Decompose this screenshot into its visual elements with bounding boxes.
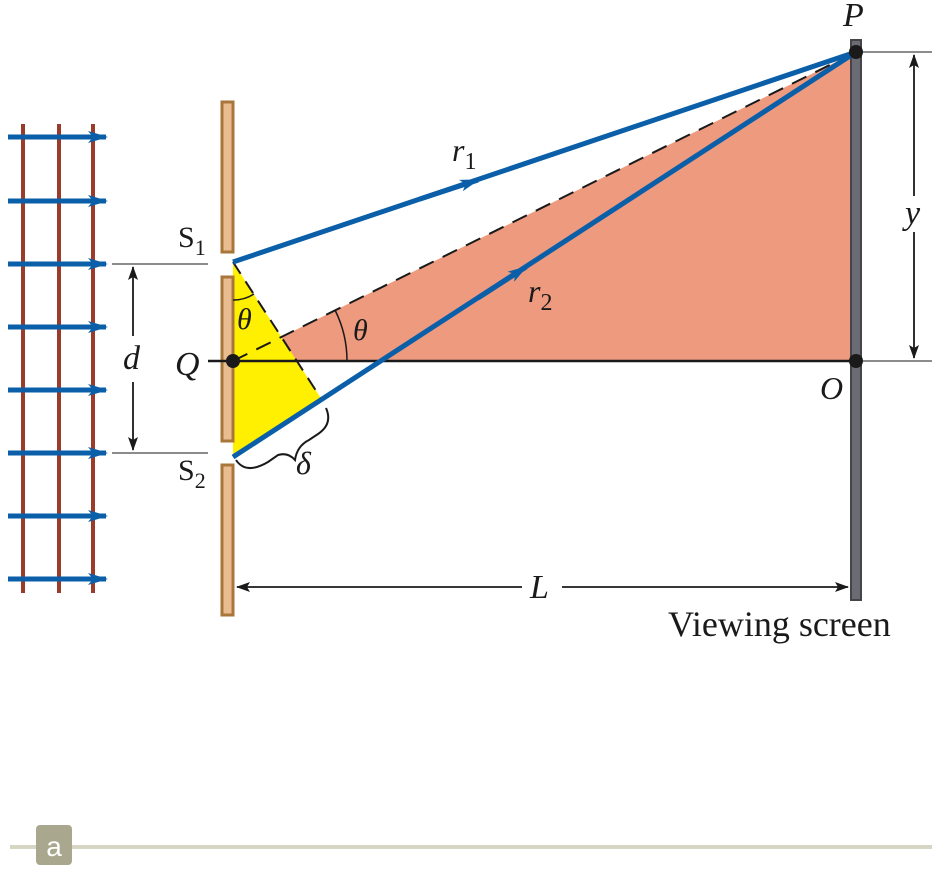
point-O: [849, 354, 863, 368]
ray-r2-arrow: [476, 264, 528, 301]
label-S1: S1: [178, 221, 206, 260]
label-r1: r1: [452, 132, 476, 175]
point-P: [849, 45, 863, 59]
incident-rays: [8, 131, 108, 585]
barrier-bottom: [220, 463, 235, 617]
angle-arc-large: [334, 309, 348, 362]
label-S2: S2: [178, 454, 206, 493]
delta-brace: [235, 407, 330, 469]
barrier-top: [220, 100, 235, 254]
label-P: P: [842, 0, 864, 34]
label-L: L: [529, 569, 549, 606]
viewing-screen: [850, 39, 862, 601]
angle-arc-small: [232, 293, 255, 301]
perpendicular-dashed: [232, 261, 323, 401]
panel-letter: a: [46, 831, 62, 862]
ray-r1: [232, 49, 857, 265]
label-O: O: [820, 370, 843, 406]
label-r2: r2: [528, 273, 552, 316]
ray-r1-arrow: [419, 177, 480, 202]
label-theta-large: θ: [353, 314, 368, 347]
center-to-P-dashed: [232, 51, 857, 362]
ray-r2: [231, 49, 858, 460]
incident-wavefronts: [21, 124, 95, 593]
panel-badge: [36, 825, 72, 865]
point-Q: [226, 354, 240, 368]
label-d: d: [123, 340, 141, 377]
label-Q: Q: [175, 346, 200, 383]
label-y: y: [902, 195, 921, 232]
path-difference-triangle: [233, 262, 322, 457]
viewing-screen-caption: Viewing screen: [668, 604, 891, 644]
label-delta: δ: [296, 445, 312, 481]
label-theta-small: θ: [237, 303, 252, 336]
